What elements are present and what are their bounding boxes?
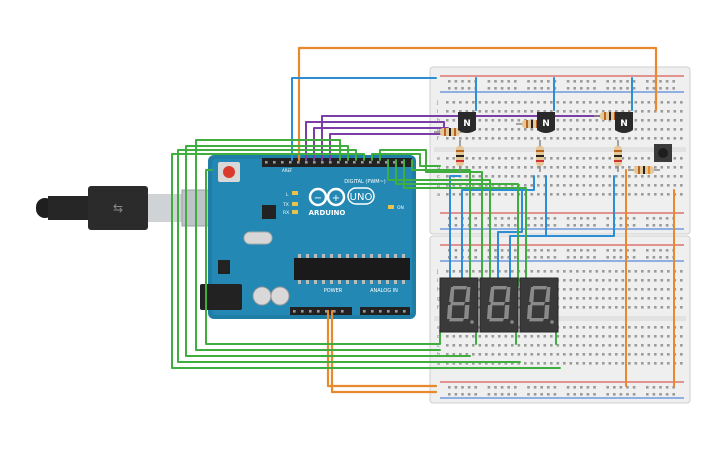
svg-text:−: − (314, 193, 322, 204)
model-label: UNO (350, 192, 373, 203)
microcontroller-chip (294, 258, 410, 280)
led-rx-label: RX (283, 210, 289, 216)
segment (490, 302, 505, 306)
transistor-label: N (463, 119, 471, 129)
row-letter: c (437, 343, 440, 349)
resistor (434, 128, 466, 136)
segment (487, 305, 493, 319)
seven-segment-digit (479, 277, 519, 333)
segment (529, 318, 544, 322)
blue-wire-gnd (291, 77, 437, 161)
row-letter: d (437, 334, 440, 340)
transistor-label: N (620, 119, 628, 129)
analog-label: ANALOG IN (370, 288, 398, 294)
led-l-label: L (286, 192, 289, 198)
row-letter: i (437, 278, 438, 284)
segment (527, 305, 533, 319)
orange-wire-gnd (330, 309, 438, 394)
usb-icon: ⇆ (113, 201, 123, 215)
seven-segment-digit (519, 277, 559, 333)
segment (505, 287, 511, 302)
segment (530, 302, 545, 306)
arduino-logo-icon: − + (308, 187, 346, 207)
segment (449, 318, 464, 322)
segment (545, 287, 551, 302)
transistor-label: N (542, 119, 550, 129)
decimal-point (470, 320, 474, 324)
npn-transistor: N (615, 112, 633, 133)
segment (452, 286, 467, 290)
npn-transistor: N (537, 112, 555, 133)
row-letter: e (437, 156, 440, 162)
seven-segment-display (439, 277, 559, 333)
power-jack (200, 284, 242, 310)
segment (489, 287, 495, 302)
resistor (456, 140, 464, 172)
row-letter: c (437, 174, 440, 180)
arduino-uno-board: − + ARDUINO UNO DIGITAL (PWM~) AREF L TX… (200, 155, 416, 319)
aref-label: AREF (282, 168, 293, 173)
resistor (614, 140, 622, 172)
digital-label: DIGITAL (PWM~) (344, 179, 386, 185)
analog-header (360, 307, 410, 315)
power-rail-holes (448, 386, 675, 396)
row-letter: a (437, 192, 440, 198)
segment (544, 305, 550, 319)
decimal-point (550, 320, 554, 324)
segment (489, 318, 504, 322)
row-letter: h (437, 287, 440, 293)
row-letter: e (437, 325, 440, 331)
resistor (536, 140, 544, 172)
wires (171, 46, 675, 394)
npn-transistor: N (458, 112, 476, 133)
segment (529, 287, 535, 302)
orange-wire-5v (297, 46, 658, 162)
push-button[interactable] (654, 144, 672, 162)
row-letter: f (437, 136, 439, 142)
row-letter: g (437, 296, 440, 302)
segment (504, 305, 510, 319)
row-letter: i (437, 109, 438, 115)
power-label: POWER (324, 288, 343, 294)
row-letter: b (437, 183, 440, 189)
on-label: ON (397, 205, 404, 211)
led-tx-label: TX (282, 202, 289, 208)
power-header (290, 307, 352, 315)
terminal-strip-holes (446, 101, 683, 196)
segment (464, 305, 470, 319)
transistors: N N N (458, 112, 633, 133)
resistor (628, 166, 660, 174)
segment (447, 305, 453, 319)
arduino-logo-text: ARDUINO (309, 209, 346, 217)
reset-button-cap[interactable] (223, 166, 235, 178)
row-letter: d (437, 165, 440, 171)
segment (532, 286, 547, 290)
row-letter: j (436, 269, 438, 275)
segment (449, 287, 455, 302)
segment (450, 302, 465, 306)
row-letter: f (437, 305, 439, 311)
row-letter: g (437, 127, 440, 133)
segment (465, 287, 471, 302)
segment (492, 286, 507, 290)
orange-wire-5v-rail (326, 309, 438, 388)
power-rail-holes (448, 80, 675, 90)
row-letter: j (436, 100, 438, 106)
svg-text:+: + (332, 193, 340, 204)
decimal-point (510, 320, 514, 324)
usb-cable: ⇆ (36, 186, 243, 230)
seven-segment-digit (439, 277, 479, 333)
row-letter: a (437, 361, 440, 367)
